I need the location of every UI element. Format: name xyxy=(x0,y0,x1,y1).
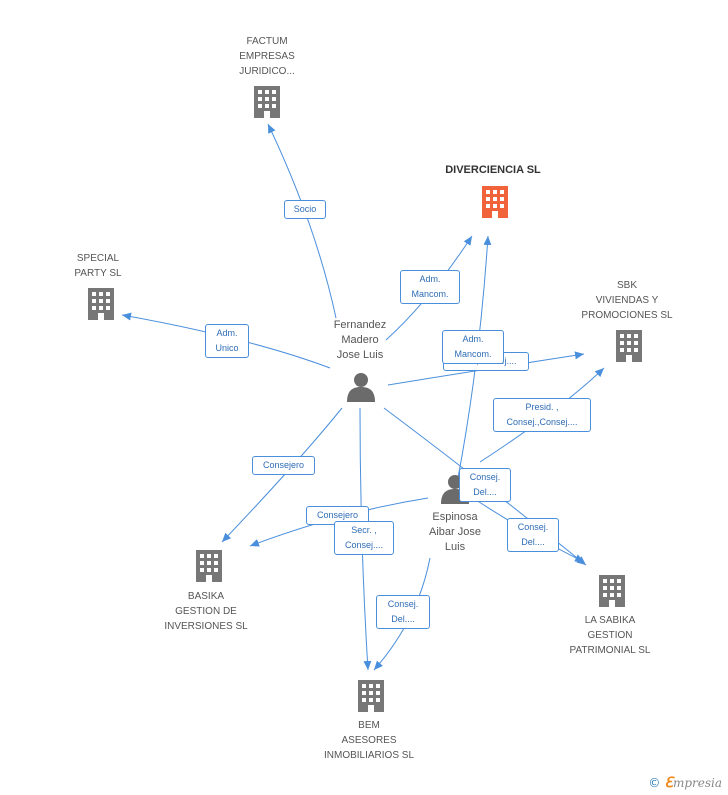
brand-logo: ©ℇmpresia xyxy=(648,775,722,791)
building-icon-special[interactable] xyxy=(88,288,114,320)
building-icon-factum[interactable] xyxy=(254,86,280,118)
company-label-sabika[interactable]: LA SABIKA GESTION PATRIMONIAL SL xyxy=(569,615,651,656)
copyright-symbol: © xyxy=(648,776,661,790)
company-label-factum[interactable]: FACTUM EMPRESAS JURIDICO... xyxy=(239,36,295,77)
edge-label-consej-del-2: Consej. Del.... xyxy=(376,595,430,629)
person-label-espinosa[interactable]: Espinosa Aibar Jose Luis xyxy=(429,511,481,553)
edge-label-secr-consej-bem: Secr. , Consej.... xyxy=(334,521,394,555)
company-label-basika[interactable]: BASIKA GESTION DE INVERSIONES SL xyxy=(164,591,248,632)
brand-name: mpresia xyxy=(672,776,722,790)
building-icon-basika[interactable] xyxy=(196,550,222,582)
company-label-bem[interactable]: BEM ASESORES INMOBILIARIOS SL xyxy=(323,720,415,761)
company-label-special[interactable]: SPECIAL PARTY SL xyxy=(74,253,122,279)
edge-fernandez-factum xyxy=(267,123,337,319)
company-label-diverciencia[interactable]: DIVERCIENCIA SL xyxy=(445,164,541,176)
edge-label-presid: Presid. , Consej.,Consej.... xyxy=(493,398,591,432)
person-label-fernandez[interactable]: Fernandez Madero Jose Luis xyxy=(333,319,387,361)
building-icon-bem[interactable] xyxy=(358,680,384,712)
company-label-sbk[interactable]: SBK VIVIENDAS Y PROMOCIONES SL xyxy=(581,280,673,321)
building-icon-sabika[interactable] xyxy=(599,575,625,607)
edge-label-consej-del-1: Consej. Del.... xyxy=(459,468,511,502)
edge-label-consejero-1: Consejero xyxy=(252,456,315,475)
edge-label-adm-mancom-2: Adm. Mancom. xyxy=(442,330,504,364)
brand-e-glyph: ℇ xyxy=(664,775,673,791)
edge-label-adm-unico: Adm. Unico xyxy=(205,324,249,358)
building-icon-diverciencia[interactable] xyxy=(482,186,508,218)
building-icon-sbk[interactable] xyxy=(616,330,642,362)
person-icon-fernandez[interactable] xyxy=(347,373,375,402)
edge-label-adm-mancom-1: Adm. Mancom. xyxy=(400,270,460,304)
edge-label-consej-del-3: Consej. Del.... xyxy=(507,518,559,552)
edge-label-socio: Socio xyxy=(284,200,326,219)
